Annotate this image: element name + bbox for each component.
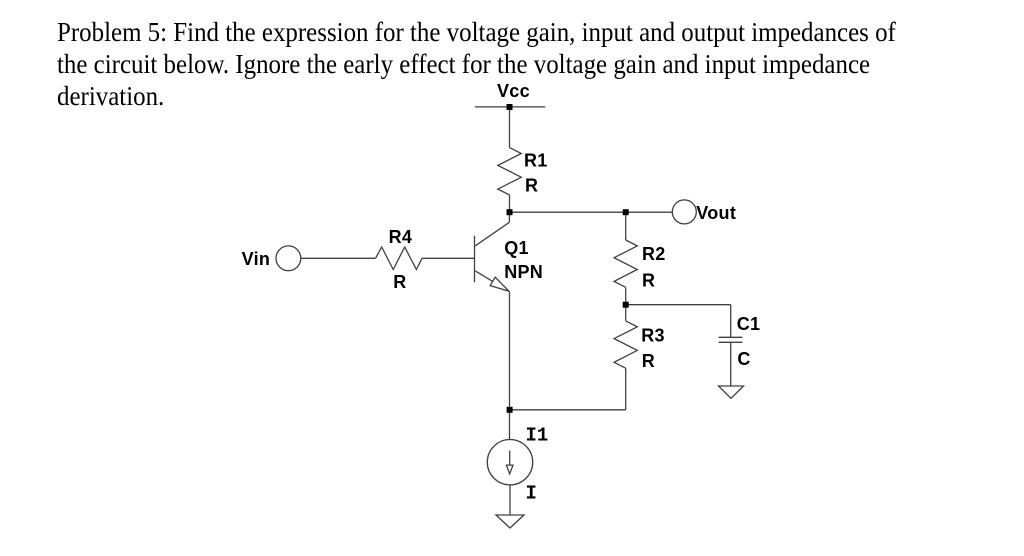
svg-text:R: R: [393, 272, 406, 292]
svg-text:R: R: [642, 351, 655, 371]
svg-text:Q1: Q1: [504, 238, 529, 258]
svg-text:NPN: NPN: [504, 262, 543, 282]
svg-text:R2: R2: [642, 244, 666, 264]
svg-text:I: I: [526, 483, 537, 505]
svg-text:I1: I1: [526, 424, 549, 446]
svg-text:C1: C1: [737, 314, 761, 334]
svg-text:R: R: [642, 271, 655, 291]
svg-text:Vcc: Vcc: [497, 81, 530, 101]
svg-text:Vin: Vin: [242, 249, 271, 269]
svg-text:R1: R1: [524, 151, 548, 171]
svg-text:R: R: [525, 176, 538, 196]
svg-text:Vout: Vout: [696, 203, 736, 223]
svg-text:R4: R4: [389, 227, 413, 247]
svg-text:C: C: [737, 349, 750, 369]
svg-text:R3: R3: [641, 326, 665, 346]
